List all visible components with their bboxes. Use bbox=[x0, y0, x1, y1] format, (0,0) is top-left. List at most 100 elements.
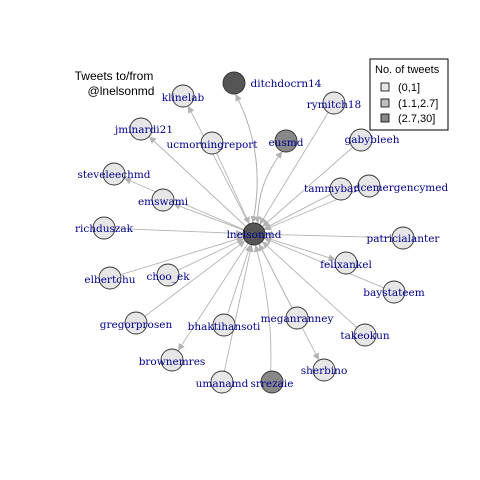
node-circle-emswami[interactable] bbox=[151, 188, 175, 212]
node-choo_ek[interactable]: choo_ek bbox=[146, 263, 190, 287]
node-label-gabybleeh: gabybleeh bbox=[345, 134, 400, 146]
legend-swatch-mid bbox=[380, 98, 390, 108]
node-jminardi21[interactable]: jminardi21 bbox=[113, 117, 173, 141]
node-label-srrezaie: srrezaie bbox=[250, 378, 293, 390]
node-meganranney[interactable]: meganranney bbox=[261, 306, 334, 330]
node-baystateem[interactable]: baystateem bbox=[363, 280, 425, 304]
node-bhaktihansoti[interactable]: bhaktihansoti bbox=[188, 313, 261, 337]
node-label-bhaktihansoti: bhaktihansoti bbox=[188, 321, 261, 333]
node-gabybleeh[interactable]: gabybleeh bbox=[345, 128, 400, 152]
edge-umanamd-to-lnelsonmd bbox=[223, 244, 254, 372]
node-gregorprosen[interactable]: gregorprosen bbox=[100, 311, 173, 335]
node-elbertchu[interactable]: elbertchu bbox=[84, 266, 136, 290]
node-label-felixankel: felixankel bbox=[320, 259, 372, 271]
node-circle-ditchdocrn14[interactable] bbox=[222, 71, 246, 95]
edge-lnelsonmd-to-sherbino bbox=[258, 243, 320, 361]
edge-lnelsonmd-to-steveleechmd bbox=[123, 177, 245, 231]
node-label-eusmd: eusmd bbox=[268, 137, 303, 149]
node-dcemergencymed[interactable]: dcemergencymed bbox=[354, 174, 449, 198]
node-circle-sherbino[interactable] bbox=[312, 358, 336, 382]
node-lnelsonmd[interactable]: lnelsonmd bbox=[227, 222, 282, 246]
edge-lnelsonmd-to-klinelab bbox=[187, 105, 250, 225]
chart-title: Tweets to/from @lnelsonmd bbox=[75, 69, 155, 98]
node-circle-steveleechmd[interactable] bbox=[102, 162, 126, 186]
node-umanamd[interactable]: umanamd bbox=[196, 370, 249, 394]
node-eusmd[interactable]: eusmd bbox=[268, 129, 304, 153]
node-label-klinelab: klinelab bbox=[162, 92, 205, 104]
node-circle-richduszak[interactable] bbox=[92, 216, 116, 240]
node-circle-patricialanter[interactable] bbox=[391, 226, 415, 250]
node-rymitch18[interactable]: rymitch18 bbox=[307, 91, 362, 115]
node-circle-umanamd[interactable] bbox=[210, 370, 234, 394]
node-sherbino[interactable]: sherbino bbox=[301, 358, 348, 382]
node-circle-ucmorningreport[interactable] bbox=[200, 131, 224, 155]
legend-label-high: (2.7,30] bbox=[398, 113, 435, 125]
node-circle-dcemergencymed[interactable] bbox=[357, 174, 381, 198]
legend-title: No. of tweets bbox=[375, 64, 440, 76]
edge-tammybarrett-to-lnelsonmd bbox=[263, 193, 332, 230]
node-patricialanter[interactable]: patricialanter bbox=[367, 226, 441, 250]
node-srrezaie[interactable]: srrezaie bbox=[250, 370, 294, 394]
node-circle-baystateem[interactable] bbox=[382, 280, 406, 304]
node-circle-gabybleeh[interactable] bbox=[349, 128, 373, 152]
edge-eusmd-to-lnelsonmd bbox=[253, 151, 283, 224]
node-circle-meganranney[interactable] bbox=[285, 306, 309, 330]
edge-gregorprosen-to-lnelsonmd bbox=[144, 240, 246, 317]
legend-swatch-high bbox=[380, 113, 390, 123]
node-label-sherbino: sherbino bbox=[301, 365, 348, 377]
edge-richduszak-to-lnelsonmd bbox=[114, 227, 244, 237]
edge-ditchdocrn14-to-lnelsonmd bbox=[235, 93, 258, 224]
node-ditchdocrn14[interactable]: ditchdocrn14 bbox=[222, 71, 322, 95]
edge-lnelsonmd-to-felixankel bbox=[264, 236, 336, 261]
node-klinelab[interactable]: klinelab bbox=[162, 84, 205, 108]
node-circle-jminardi21[interactable] bbox=[129, 117, 153, 141]
node-label-elbertchu: elbertchu bbox=[84, 274, 135, 286]
node-label-umanamd: umanamd bbox=[196, 378, 249, 390]
node-label-rymitch18: rymitch18 bbox=[307, 99, 362, 111]
node-felixankel[interactable]: felixankel bbox=[320, 251, 372, 275]
node-circle-gregorprosen[interactable] bbox=[124, 311, 148, 335]
node-circle-tammybarrett[interactable] bbox=[329, 177, 353, 201]
node-circle-lnelsonmd[interactable] bbox=[242, 222, 266, 246]
node-label-takeokun: takeokun bbox=[340, 330, 390, 342]
node-steveleechmd[interactable]: steveleechmd bbox=[77, 162, 151, 186]
edge-patricialanter-to-lnelsonmd bbox=[264, 230, 393, 239]
node-label-meganranney: meganranney bbox=[261, 313, 334, 325]
node-label-richduszak: richduszak bbox=[75, 223, 134, 235]
node-circle-brownemres[interactable] bbox=[160, 348, 184, 372]
node-label-patricialanter: patricialanter bbox=[367, 233, 441, 245]
node-circle-srrezaie[interactable] bbox=[260, 370, 284, 394]
node-brownemres[interactable]: brownemres bbox=[139, 348, 206, 372]
node-label-lnelsonmd: lnelsonmd bbox=[227, 229, 282, 241]
node-circle-elbertchu[interactable] bbox=[98, 266, 122, 290]
node-takeokun[interactable]: takeokun bbox=[340, 323, 390, 347]
edge-lnelsonmd-to-jminardi21 bbox=[148, 136, 247, 227]
node-circle-takeokun[interactable] bbox=[353, 323, 377, 347]
node-circle-eusmd[interactable] bbox=[274, 129, 298, 153]
legend-swatch-low bbox=[380, 82, 390, 92]
title-line-2: @lnelsonmd bbox=[88, 84, 155, 98]
node-label-dcemergencymed: dcemergencymed bbox=[354, 182, 449, 194]
title-line-1: Tweets to/from bbox=[75, 69, 154, 83]
node-label-baystateem: baystateem bbox=[363, 287, 424, 299]
node-circle-choo_ek[interactable] bbox=[156, 263, 180, 287]
node-ucmorningreport[interactable]: ucmorningreport bbox=[166, 131, 258, 155]
legend-label-mid: (1.1,2.7] bbox=[398, 98, 438, 110]
node-label-ditchdocrn14: ditchdocrn14 bbox=[250, 78, 321, 90]
edge-ucmorningreport-to-lnelsonmd bbox=[216, 152, 250, 225]
node-label-emswami: emswami bbox=[138, 196, 189, 208]
edge-baystateem-to-lnelsonmd bbox=[263, 237, 385, 289]
node-label-ucmorningreport: ucmorningreport bbox=[166, 139, 258, 151]
node-label-jminardi21: jminardi21 bbox=[113, 124, 173, 136]
edge-gabybleeh-to-lnelsonmd bbox=[261, 146, 354, 228]
node-circle-bhaktihansoti[interactable] bbox=[212, 313, 236, 337]
node-label-gregorprosen: gregorprosen bbox=[100, 319, 173, 331]
node-emswami[interactable]: emswami bbox=[138, 188, 189, 212]
node-label-steveleechmd: steveleechmd bbox=[77, 169, 150, 181]
node-circle-felixankel[interactable] bbox=[334, 251, 358, 275]
node-circle-rymitch18[interactable] bbox=[322, 91, 346, 115]
nodes-layer: lnelsonmd ditchdocrn14 klinelab rymitch18 jm… bbox=[75, 71, 449, 394]
node-richduszak[interactable]: richduszak bbox=[75, 216, 134, 240]
node-circle-klinelab[interactable] bbox=[171, 84, 195, 108]
